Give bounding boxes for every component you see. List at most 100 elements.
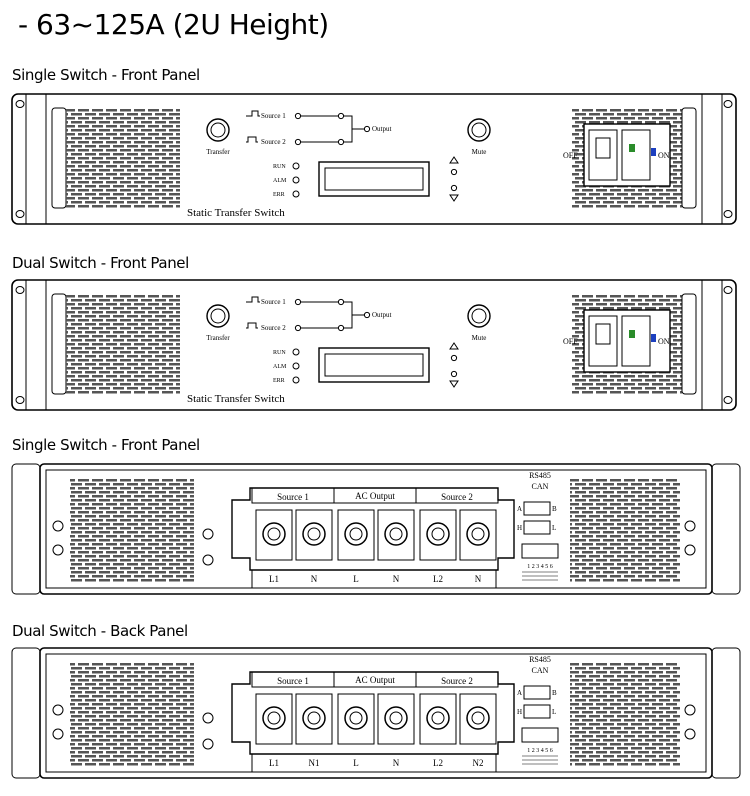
mount-hole <box>723 100 733 108</box>
transfer-button <box>206 304 230 328</box>
off-label: OFF <box>563 151 578 160</box>
terminal-row <box>255 693 497 745</box>
dip-switch <box>521 543 559 559</box>
terminal-label: L1 <box>269 758 279 768</box>
source2-label: Source 2 <box>261 324 286 332</box>
led-alm <box>292 362 300 370</box>
indicator-label-run: RUN <box>273 164 286 170</box>
up-arrow-icon <box>449 156 459 164</box>
section-label-single-rear: Single Switch - Front Panel <box>12 436 200 454</box>
front-panel-dual: Transfer Source 1 Source 2 Output RUN AL… <box>0 274 750 416</box>
vent-grille <box>66 294 180 394</box>
rear-panel-dual: Source 1 AC Output Source 2 L1 N1 L N L2… <box>0 642 750 784</box>
screw-icon <box>52 520 64 532</box>
svg-text:B: B <box>552 505 557 513</box>
ground-screw-icon <box>202 738 214 750</box>
mute-button <box>467 118 491 142</box>
vent-grille <box>70 662 194 766</box>
up-arrow-icon <box>449 342 459 350</box>
on-label: ON <box>658 151 670 160</box>
can-label: CAN <box>532 666 549 675</box>
panel-outline <box>11 93 737 225</box>
terminal-label: L1 <box>269 574 279 584</box>
led-run <box>292 348 300 356</box>
transfer-button <box>206 118 230 142</box>
handle <box>681 293 697 395</box>
group-label: AC Output <box>355 491 395 501</box>
rs485-label: RS485 <box>529 655 551 664</box>
terminal-label: N <box>311 574 318 584</box>
group-label: AC Output <box>355 675 395 685</box>
group-label: Source 1 <box>277 676 309 686</box>
mount-hole <box>723 286 733 294</box>
svg-text:B: B <box>552 689 557 697</box>
terminal-row <box>255 509 497 561</box>
screw-icon <box>52 704 64 716</box>
ground-screw-icon <box>202 554 214 566</box>
led-err <box>292 190 300 198</box>
led-err <box>292 376 300 384</box>
panel-outline <box>11 279 737 411</box>
can-port <box>523 704 551 719</box>
page-title: - 63~125A (2U Height) <box>18 8 329 41</box>
can-port <box>523 520 551 535</box>
terminal-label: N <box>475 574 482 584</box>
indicator-label-alm: ALM <box>273 178 287 184</box>
svg-text:A: A <box>517 689 522 697</box>
indicator-label-err: ERR <box>273 378 285 384</box>
terminal-label: L2 <box>433 758 443 768</box>
group-label: Source 2 <box>441 492 473 502</box>
handle <box>51 107 67 209</box>
dip-numbers: 1 2 3 4 5 6 <box>527 564 553 570</box>
terminal-block <box>231 487 515 571</box>
svg-text:H: H <box>517 524 522 532</box>
panel-name: Static Transfer Switch <box>187 393 285 405</box>
section-label-single-front: Single Switch - Front Panel <box>12 66 200 84</box>
handle <box>51 293 67 395</box>
terminal-label: N <box>393 574 400 584</box>
transfer-label: Transfer <box>206 148 230 156</box>
svg-text:L: L <box>552 708 556 716</box>
vent-grille <box>570 478 680 582</box>
mount-hole <box>15 100 25 108</box>
mount-hole <box>723 210 733 218</box>
lcd-display <box>318 347 430 383</box>
mute-label: Mute <box>472 334 487 342</box>
mount-hole <box>723 396 733 404</box>
transfer-label: Transfer <box>206 334 230 342</box>
down-arrow-icon <box>449 194 459 202</box>
dip-switch <box>521 727 559 743</box>
screw-icon <box>684 704 696 716</box>
led-alm <box>292 176 300 184</box>
panel-name: Static Transfer Switch <box>187 207 285 219</box>
vent-grille <box>570 662 680 766</box>
rs485-label: RS485 <box>529 471 551 480</box>
output-label: Output <box>372 125 392 133</box>
dip-numbers: 1 2 3 4 5 6 <box>527 748 553 754</box>
can-label: CAN <box>532 482 549 491</box>
mount-hole <box>15 396 25 404</box>
source1-label: Source 1 <box>261 112 286 120</box>
rs485-port <box>523 685 551 700</box>
led-run <box>292 162 300 170</box>
screw-icon <box>684 520 696 532</box>
screw-icon <box>684 544 696 556</box>
terminal-label: N2 <box>473 758 484 768</box>
lcd-display <box>318 161 430 197</box>
screw-icon <box>52 728 64 740</box>
group-label: Source 2 <box>441 676 473 686</box>
indicator-label-alm: ALM <box>273 364 287 370</box>
terminal-label: L <box>353 574 359 584</box>
screw-icon <box>684 728 696 740</box>
terminal-label: L2 <box>433 574 443 584</box>
svg-text:A: A <box>517 505 522 513</box>
terminal-label: N <box>393 758 400 768</box>
mute-label: Mute <box>472 148 487 156</box>
indicator-label-err: ERR <box>273 192 285 198</box>
ground-screw-icon <box>202 528 214 540</box>
on-label: ON <box>658 337 670 346</box>
section-label-dual-front: Dual Switch - Front Panel <box>12 254 189 272</box>
mute-button <box>467 304 491 328</box>
vent-grille <box>66 108 180 208</box>
off-label: OFF <box>563 337 578 346</box>
